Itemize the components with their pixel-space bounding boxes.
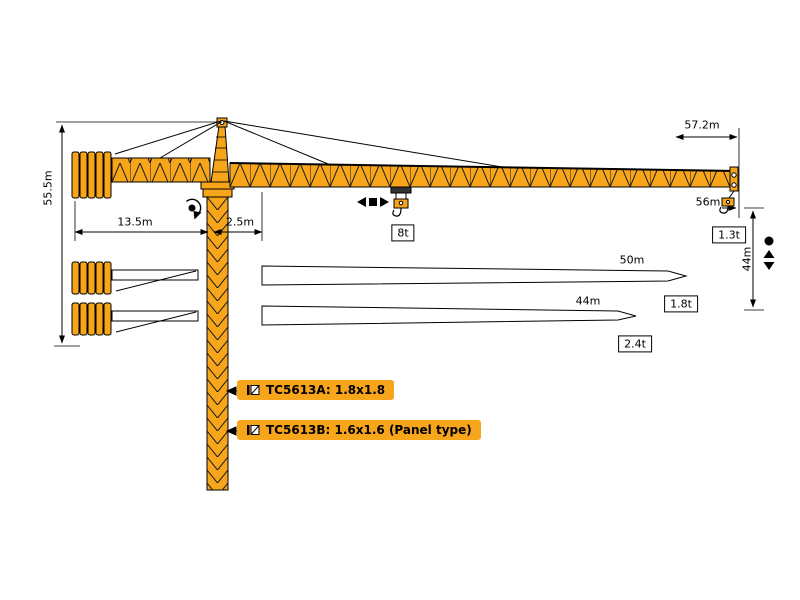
mast-section-icon xyxy=(247,425,260,436)
load-tip-56m-badge: 1.3t xyxy=(712,226,746,244)
pendant-ropes xyxy=(114,120,521,171)
dim-counter-jib: 13.5m xyxy=(117,215,153,229)
model-b-text: TC5613B: 1.6x1.6 (Panel type) xyxy=(266,423,472,437)
jib-tip xyxy=(729,166,739,192)
hoist-travel-icon xyxy=(763,236,775,270)
mast-section-icon xyxy=(247,385,260,396)
jib-length-44m-label: 44m xyxy=(575,294,601,308)
slew-rotation-icon xyxy=(186,198,202,220)
dim-tower-height: 55.5m xyxy=(41,170,55,206)
tip-hook-icon xyxy=(719,190,735,214)
dim-rear-clearance: 2.5m xyxy=(225,215,255,229)
hook-block-icon xyxy=(392,198,409,217)
slewing-unit xyxy=(200,181,235,198)
model-label-tc5613b: TC5613B: 1.6x1.6 (Panel type) xyxy=(237,420,481,441)
main-jib xyxy=(229,162,738,188)
tower-head xyxy=(210,117,230,183)
model-label-tc5613a: TC5613A: 1.8x1.8 xyxy=(237,380,395,401)
dimension-lines xyxy=(54,121,764,347)
jib-length-50m-label: 50m xyxy=(619,253,645,267)
load-tip-50m-badge: 1.8t xyxy=(664,295,698,313)
trolley xyxy=(390,186,412,199)
jib-option-50m xyxy=(261,265,688,286)
counterweight-option-1 xyxy=(71,261,199,295)
counter-jib xyxy=(111,157,211,183)
tower-mast xyxy=(206,196,229,491)
load-max-badge: 8t xyxy=(391,224,415,242)
dim-tip-radius: 56m xyxy=(695,195,721,209)
counterweight-blocks xyxy=(71,151,112,199)
load-tip-44m-badge: 2.4t xyxy=(618,335,652,353)
dim-hook-height: 44m xyxy=(740,246,754,272)
counterweight-option-2 xyxy=(71,302,199,336)
jib-option-44m xyxy=(261,305,637,326)
trolley-travel-icon xyxy=(357,197,389,207)
dim-max-radius: 57.2m xyxy=(684,118,720,132)
model-a-text: TC5613A: 1.8x1.8 xyxy=(266,383,386,397)
